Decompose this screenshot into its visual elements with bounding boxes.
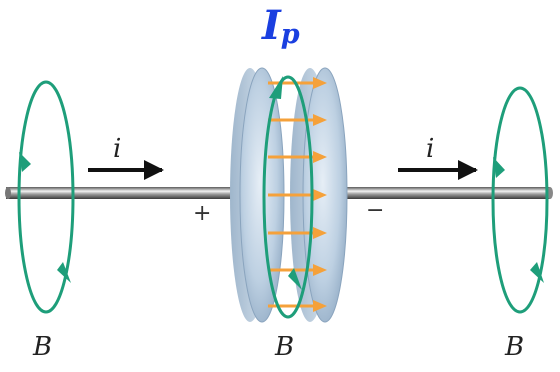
field-arrow-down-icon bbox=[530, 262, 544, 283]
field-label-right: B bbox=[505, 332, 525, 362]
e-field-arrow bbox=[268, 227, 327, 239]
minus-sign: − bbox=[366, 198, 385, 223]
wire-left bbox=[5, 187, 246, 199]
field-arrow-up-icon bbox=[269, 76, 283, 99]
e-field-arrow bbox=[268, 300, 327, 312]
plus-sign: + bbox=[193, 201, 212, 226]
e-field-arrow bbox=[268, 77, 327, 89]
capacitor-plate-left bbox=[230, 67, 285, 323]
e-field-arrow bbox=[268, 189, 327, 201]
field-loop-left bbox=[17, 80, 75, 314]
e-field-arrow bbox=[268, 151, 327, 163]
current-label-right: i bbox=[426, 134, 435, 164]
field-arrow-up-icon bbox=[19, 152, 31, 172]
e-field-arrow bbox=[268, 264, 327, 276]
field-loop-center bbox=[262, 75, 314, 319]
field-arrow-down-icon bbox=[57, 262, 71, 283]
wire-right bbox=[346, 187, 553, 199]
displacement-current-label: Ip bbox=[262, 2, 300, 50]
field-label-left: B bbox=[33, 332, 53, 362]
field-loop-right bbox=[491, 86, 549, 314]
field-label-center: B bbox=[275, 332, 295, 362]
current-label-left: i bbox=[113, 134, 122, 164]
field-arrow-down-icon bbox=[288, 268, 302, 290]
field-arrow-up-icon bbox=[493, 157, 505, 178]
